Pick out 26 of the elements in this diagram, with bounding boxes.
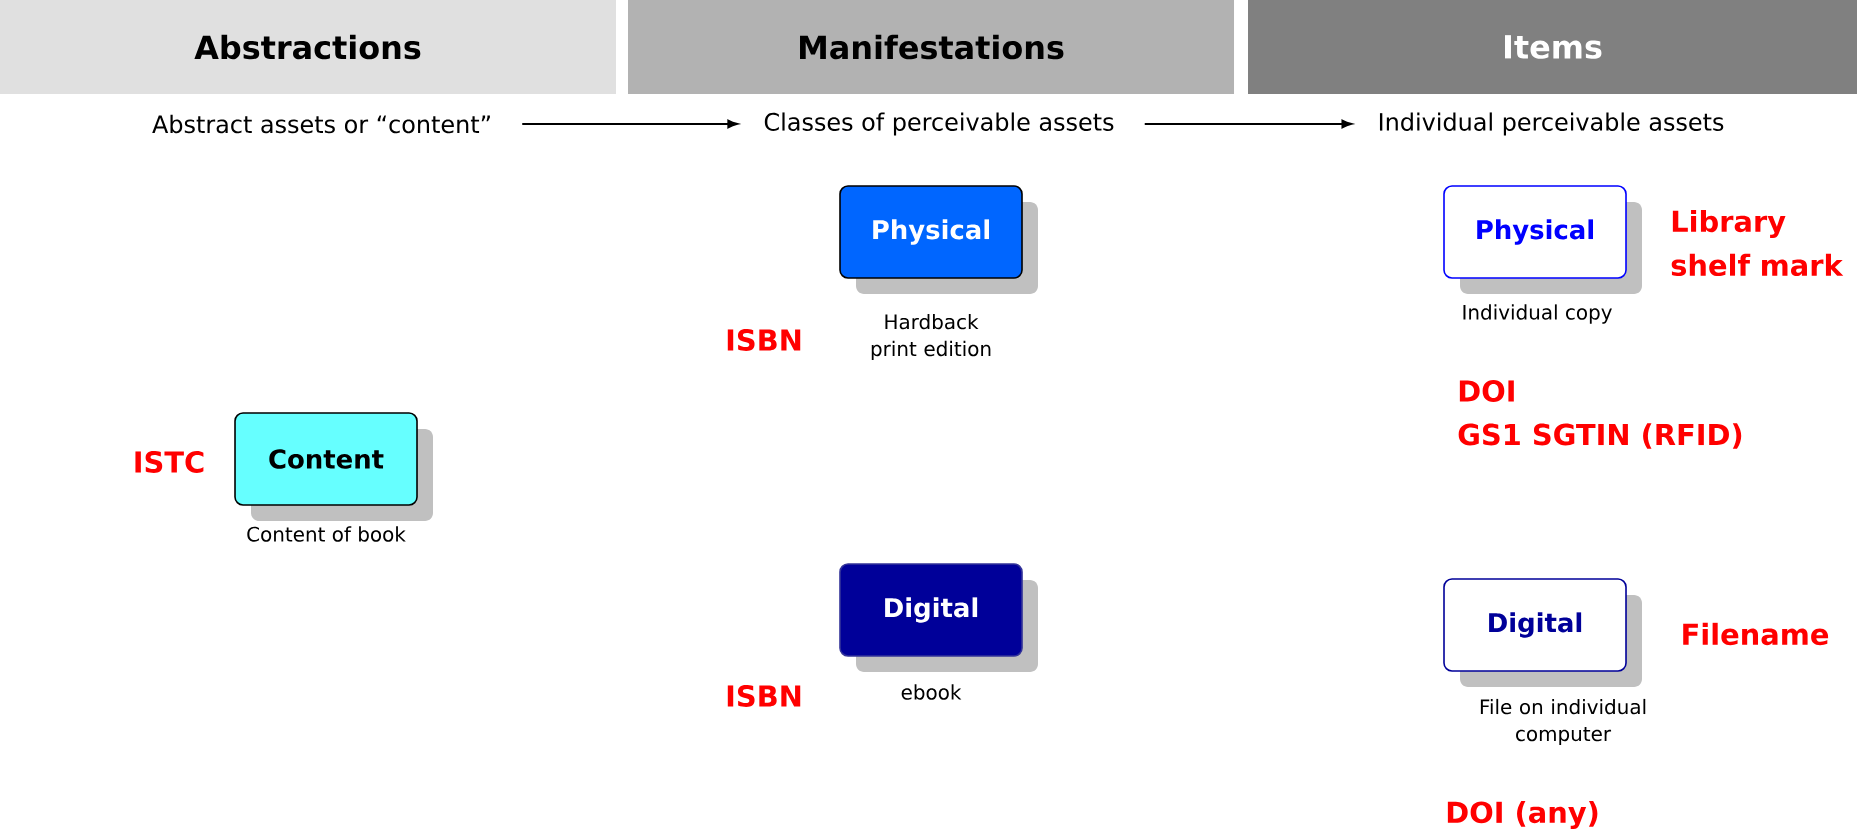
identifier-label: Library shelf mark (1671, 209, 1844, 277)
arrow (1143, 119, 1353, 129)
column-subtitle: Abstract assets or “content” (152, 114, 490, 134)
caption-text: Hardback print edition (871, 313, 991, 361)
header-band: Manifestations (628, 0, 1234, 94)
arrow (521, 119, 739, 129)
column-subtitle: Classes of perceivable assets (764, 112, 1114, 136)
identifier-label: ISTC (135, 451, 204, 473)
caption-text: Content of book (247, 526, 406, 542)
caption-text: File on individual computer (1480, 698, 1646, 746)
column-subtitle: Individual perceivable assets (1379, 112, 1724, 136)
caption-text: Individual copy (1463, 304, 1612, 324)
rounded-box: Physical (1443, 185, 1642, 294)
rounded-box: Digital (839, 563, 1038, 672)
identifier-label: DOI (any) (1447, 800, 1598, 830)
identifier-label: Filename (1683, 622, 1829, 646)
header-band: Items (1248, 0, 1857, 94)
rounded-box: Digital (1443, 578, 1642, 687)
rounded-box: Content (234, 412, 433, 521)
rounded-box: Physical (839, 185, 1038, 294)
identifier-label: DOI (1459, 380, 1514, 402)
identifier-label: ISBN (727, 329, 801, 351)
identifier-label: GS1 SGTIN (RFID) (1458, 423, 1742, 449)
identifier-label: ISBN (727, 685, 801, 707)
caption-text: ebook (901, 684, 962, 700)
header-band: Abstractions (0, 0, 616, 94)
